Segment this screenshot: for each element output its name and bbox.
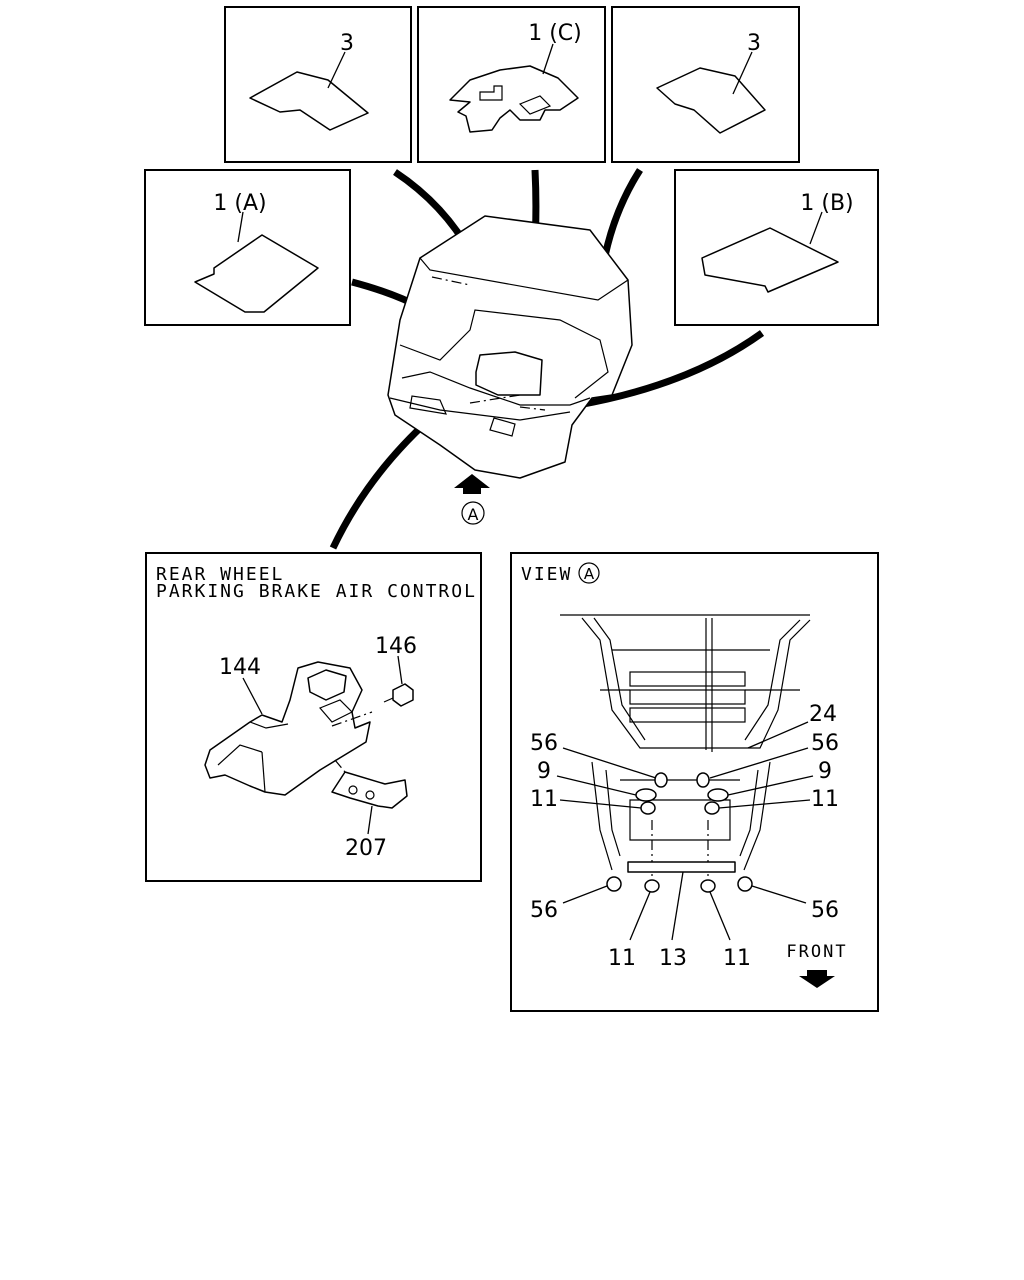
callout-11-bottom-right: 11 <box>723 946 751 971</box>
view-a-title-circle-letter: A <box>584 565 595 583</box>
front-label: FRONT <box>786 942 847 962</box>
inset-box-mid-right: 1 (B) <box>674 169 879 326</box>
view-a-title-circle <box>578 562 600 584</box>
callout-11-upper-left: 11 <box>530 787 558 812</box>
nut-11-upper-right <box>704 801 720 815</box>
inset-box-mid-left: 1 (A) <box>144 169 351 326</box>
callout-56-lower-right: 56 <box>811 898 839 923</box>
washer-9-right <box>707 788 729 802</box>
callout-56-upper-left: 56 <box>530 731 558 756</box>
callout-9-right: 9 <box>818 759 832 784</box>
parking-brake-panel: REAR WHEEL PARKING BRAKE AIR CONTROL 144… <box>145 552 482 882</box>
callout-56-upper-right: 56 <box>811 731 839 756</box>
view-a-title: VIEW <box>521 564 572 585</box>
washer-9-left <box>635 788 657 802</box>
callout-144: 144 <box>219 655 261 680</box>
view-a-leader-lines <box>556 721 814 941</box>
inset-box-top-left: 3 <box>224 6 412 163</box>
callout-11-bottom-left: 11 <box>608 946 636 971</box>
frame-structure <box>560 614 811 880</box>
fasteners <box>606 772 753 893</box>
inset-top-center-label: 1 (C) <box>528 21 582 46</box>
cab-floor-drawing <box>387 215 633 479</box>
inset-mid-left-label: 1 (A) <box>213 191 266 216</box>
nut-11-upper-left <box>640 801 656 815</box>
inset-top-right-label: 3 <box>747 31 761 56</box>
inset-box-top-right: 3 <box>611 6 800 163</box>
inset-top-left-label: 3 <box>340 31 354 56</box>
nut-11-bottom-left <box>644 879 660 893</box>
screw-56-upper-left <box>654 772 668 788</box>
screw-56-lower-left <box>606 876 622 892</box>
view-a-panel: VIEW A <box>510 552 879 1012</box>
screw-56-upper-right <box>696 772 710 788</box>
inset-mid-right-label: 1 (B) <box>800 191 853 216</box>
nut-11-bottom-right <box>700 879 716 893</box>
view-a-arrow: A <box>454 474 490 525</box>
bolt-part-146 <box>383 683 414 707</box>
callout-11-upper-right: 11 <box>811 787 839 812</box>
pointer-line-mid-right <box>577 330 765 409</box>
view-a-arrow-label: A <box>468 505 479 524</box>
callout-56-lower-left: 56 <box>530 898 558 923</box>
callout-146: 146 <box>375 634 417 659</box>
screw-56-lower-right <box>737 876 753 892</box>
callout-207: 207 <box>345 836 387 861</box>
parking-panel-title-line1: REAR WHEEL <box>156 564 284 585</box>
front-arrow-icon <box>799 970 835 988</box>
callout-9-left: 9 <box>537 759 551 784</box>
console-part-144 <box>204 661 373 796</box>
inset-box-top-center: 1 (C) <box>417 6 606 163</box>
callout-24: 24 <box>809 702 837 727</box>
parking-panel-title-line2: PARKING BRAKE AIR CONTROL <box>156 581 477 602</box>
callout-13: 13 <box>659 946 687 971</box>
bracket-part-207 <box>331 759 408 809</box>
view-a-circle <box>461 501 485 525</box>
